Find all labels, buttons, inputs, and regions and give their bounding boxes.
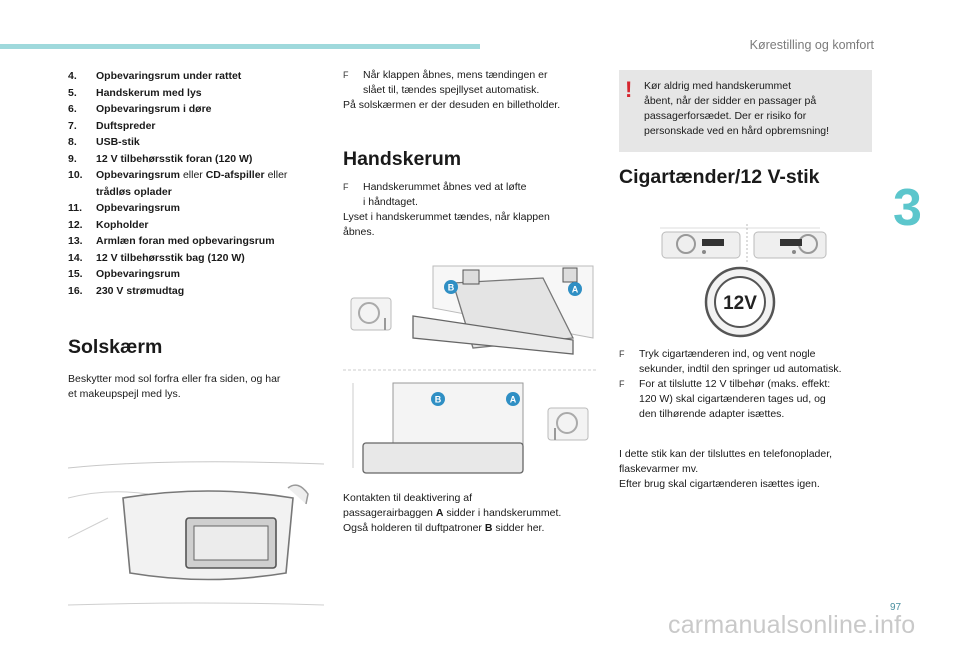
list-item: 6.Opbevaringsrum i døre xyxy=(68,103,212,115)
list-item: 11.Opbevaringsrum xyxy=(68,202,181,214)
list-item: 5.Handskerum med lys xyxy=(68,86,202,99)
airbag-note: Kontakten til deaktivering af passagerai… xyxy=(343,492,562,534)
list-item: 10.Opbevaringsrum eller CD-afspiller ell… xyxy=(68,169,288,198)
chapter-title: Kørestilling og komfort xyxy=(749,38,874,52)
callout-label-b-lower: B xyxy=(435,395,442,405)
chapter-number: 3 xyxy=(893,179,922,237)
warning-icon: ! xyxy=(625,77,633,102)
component-list: 4.Opbevaringsrum under rattet 5.Handsker… xyxy=(68,68,328,299)
list-item: 7.Duftspreder xyxy=(68,119,156,132)
page-number: 97 xyxy=(890,602,902,613)
section-heading-cigar: Cigartænder/12 V-stik xyxy=(619,166,820,188)
glovebox-illustration: B A B A xyxy=(343,265,597,474)
socket-label: 12V xyxy=(723,293,757,314)
callout-label-a: A xyxy=(572,285,579,295)
header-accent-bar xyxy=(0,44,480,49)
solskaerm-text: Beskytter mod sol forfra eller fra siden… xyxy=(68,373,281,400)
sun-visor-illustration xyxy=(68,461,324,606)
callout-label-b: B xyxy=(448,283,455,293)
cigar-usage-text: I dette stik kan der tilsluttes en telef… xyxy=(619,448,833,490)
list-item: 12.Kopholder xyxy=(68,218,149,231)
watermark-text: carmanualsonline.info xyxy=(668,611,916,639)
list-item: 16.230 V strømudtag xyxy=(68,284,185,297)
warning-box: ! Kør aldrig med handskerummet åbent, nå… xyxy=(619,70,872,152)
cigar-lighter-illustration: 12V xyxy=(660,224,827,338)
section-heading-handskerum: Handskerum xyxy=(343,148,462,170)
callout-label-a-lower: A xyxy=(510,395,517,405)
list-item: 8.USB-stik xyxy=(68,136,140,148)
list-item: 15.Opbevaringsrum xyxy=(68,268,181,280)
list-item: 4.Opbevaringsrum under rattet xyxy=(68,70,242,82)
section-heading-solskaerm: Solskærm xyxy=(68,336,163,358)
list-item: 14.12 V tilbehørsstik bag (120 W) xyxy=(68,251,245,264)
list-item: 9.12 V tilbehørsstik foran (120 W) xyxy=(68,152,253,165)
list-item: 13.Armlæn foran med opbevaringsrum xyxy=(68,235,275,247)
